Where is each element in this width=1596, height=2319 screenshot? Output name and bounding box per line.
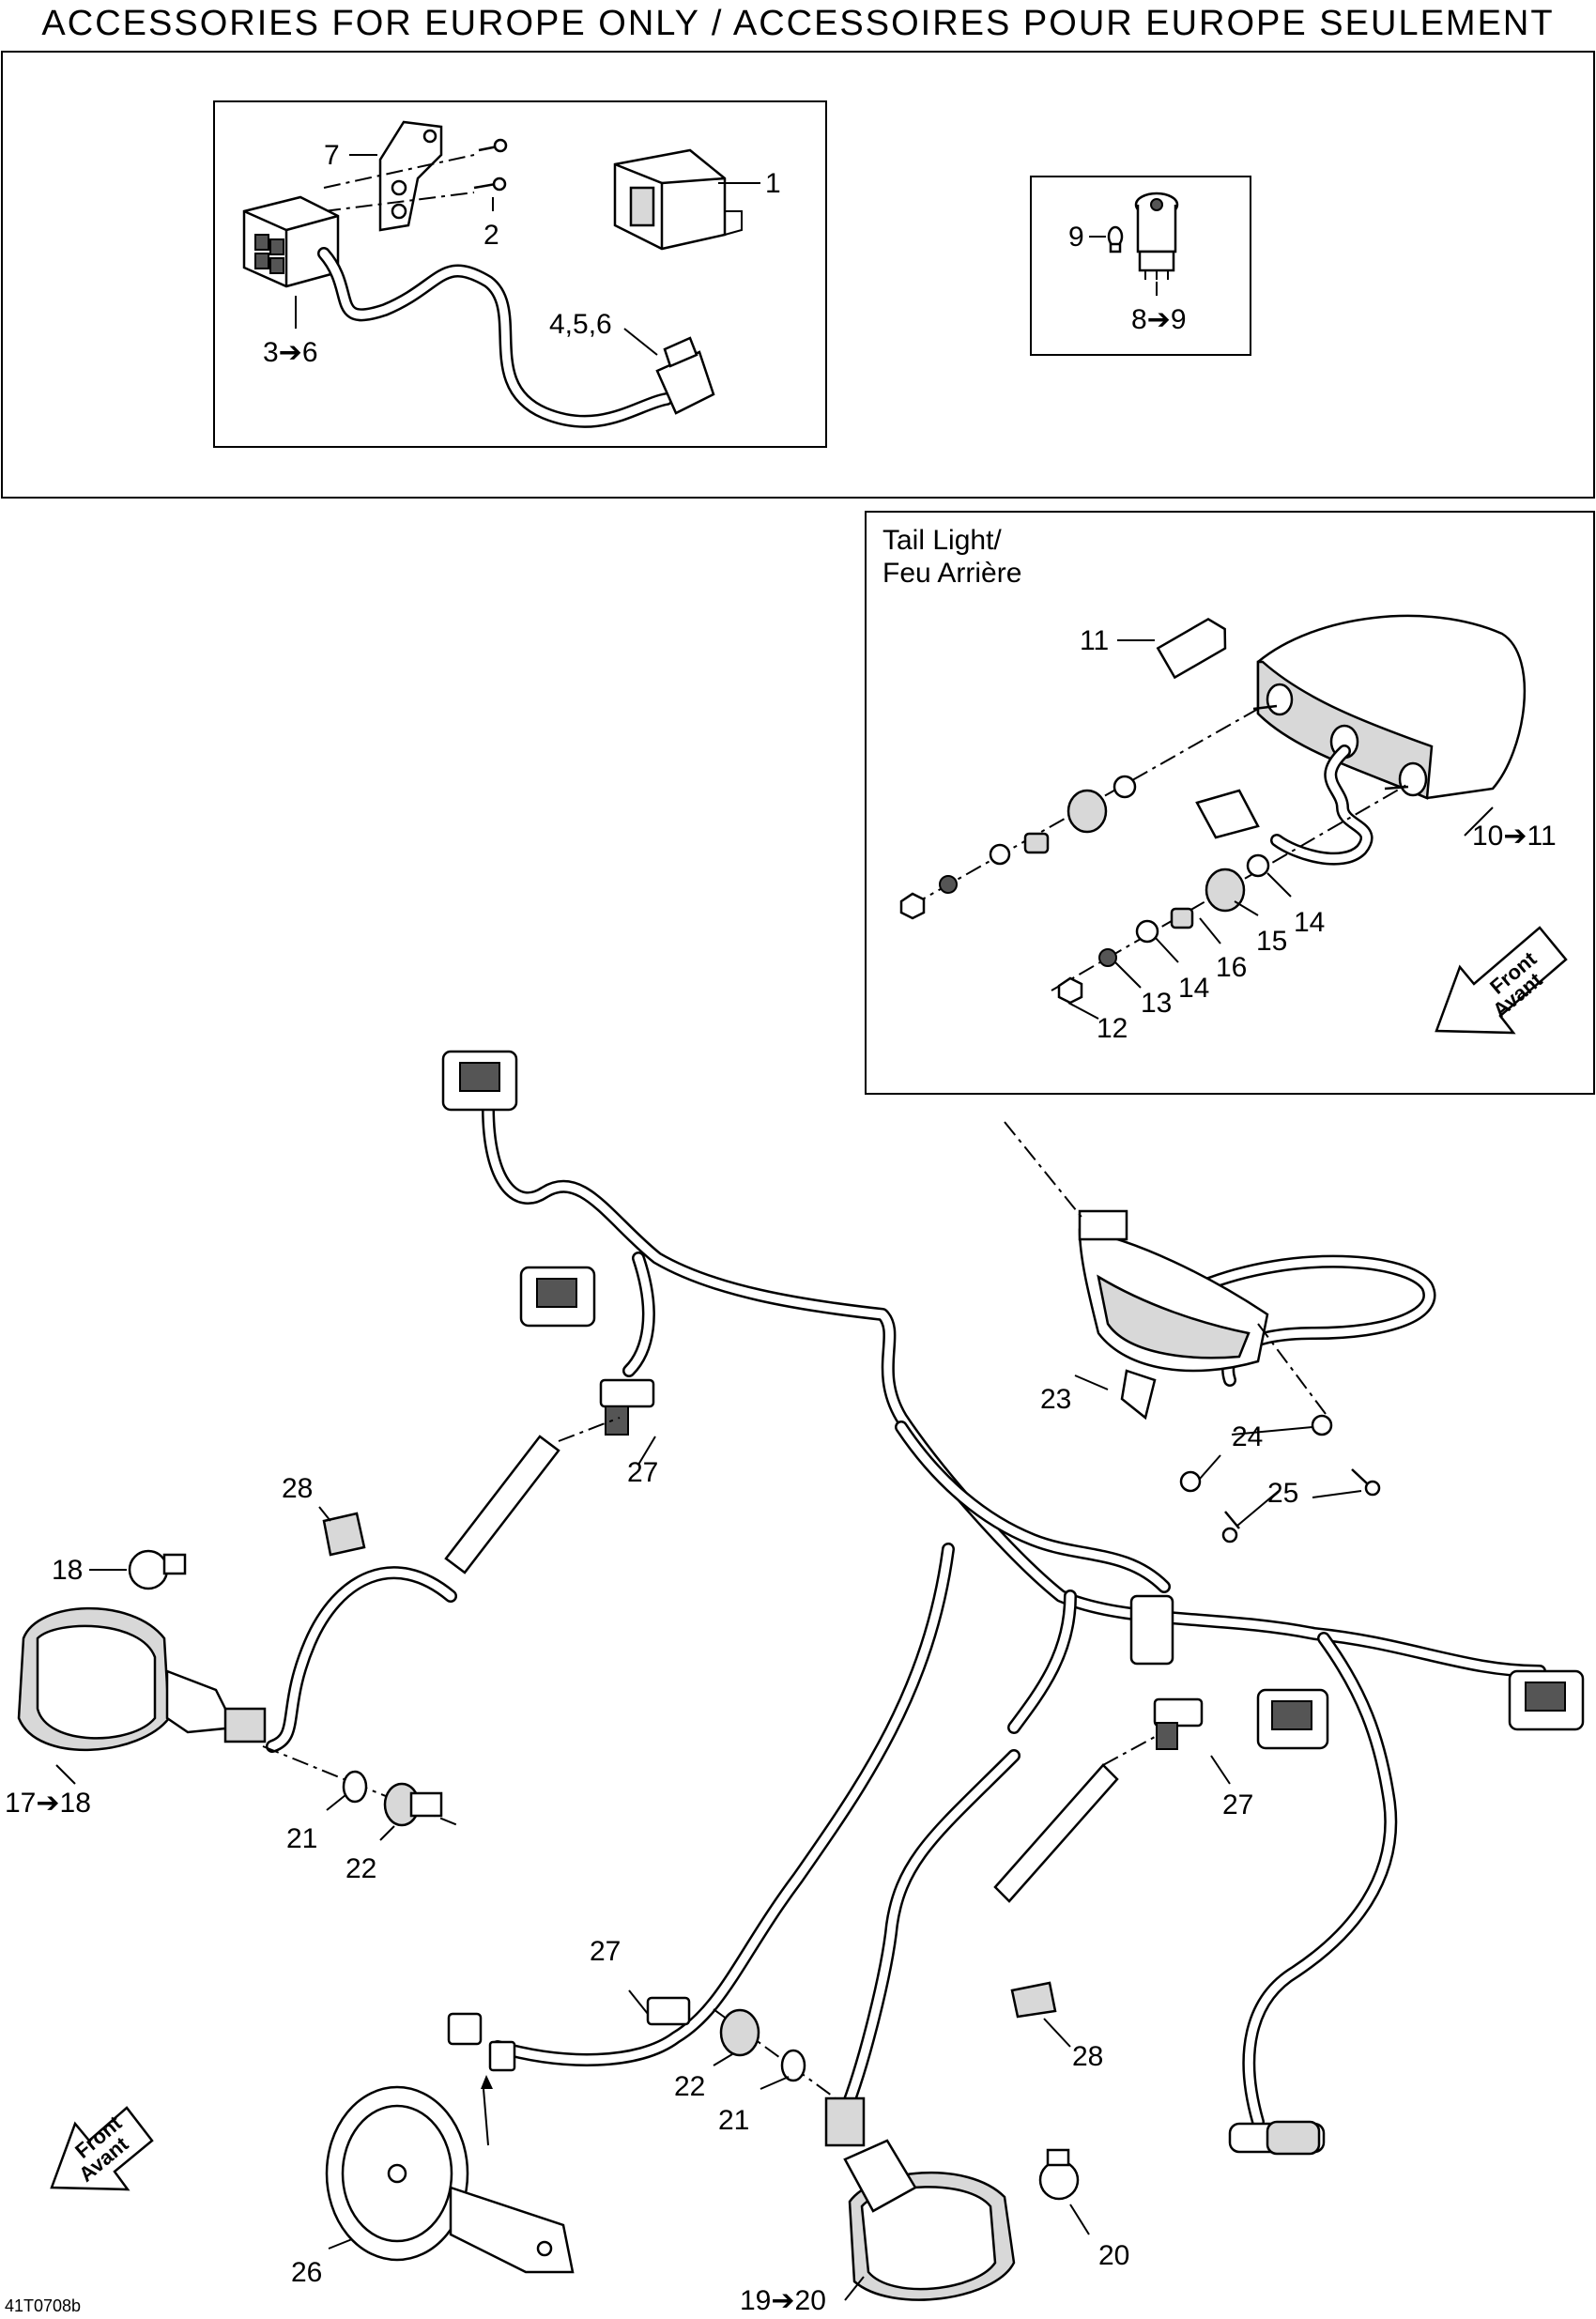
callout-26: 26 bbox=[291, 2257, 322, 2288]
callout-23: 23 bbox=[1040, 1384, 1071, 1415]
screws bbox=[323, 138, 508, 212]
callout-27a: 27 bbox=[627, 1457, 658, 1488]
callout-22a: 22 bbox=[345, 1853, 376, 1884]
inset-title-line2: Feu Arrière bbox=[882, 558, 1021, 589]
license-light-hardware-axis bbox=[1257, 1323, 1329, 1419]
switch-housing bbox=[242, 195, 340, 288]
callout-15: 15 bbox=[1256, 926, 1287, 957]
harness-end-plugs bbox=[1228, 2120, 1326, 2156]
callout-19-20: 19➔20 bbox=[740, 2285, 826, 2316]
callout-14b: 14 bbox=[1178, 973, 1209, 1004]
socket-subframe bbox=[1030, 176, 1251, 356]
accessories-frame bbox=[1, 51, 1595, 499]
retainer-clip-left bbox=[322, 1512, 366, 1557]
tail-light-hardware-lower bbox=[1051, 783, 1409, 1005]
license-light-hardware bbox=[1179, 1414, 1381, 1543]
switch-bracket bbox=[378, 120, 443, 232]
callout-17-18: 17➔18 bbox=[5, 1788, 91, 1819]
switch-relay-subframe bbox=[213, 100, 827, 448]
callout-22b: 22 bbox=[674, 2071, 705, 2102]
harness-clip-lower bbox=[646, 1996, 691, 2026]
inset-title-line1: Tail Light/ bbox=[882, 525, 1002, 556]
callout-14a: 14 bbox=[1294, 907, 1325, 938]
callout-1: 1 bbox=[765, 168, 781, 199]
callout-28b: 28 bbox=[1072, 2041, 1103, 2072]
callout-11: 11 bbox=[1080, 625, 1109, 656]
callout-12: 12 bbox=[1097, 1013, 1128, 1044]
callout-8-9: 8➔9 bbox=[1131, 304, 1187, 335]
retainer-clip-right bbox=[1010, 1981, 1057, 2019]
callout-20: 20 bbox=[1098, 2240, 1129, 2271]
callout-9: 9 bbox=[1068, 222, 1084, 253]
callout-25: 25 bbox=[1267, 1478, 1298, 1509]
callout-2: 2 bbox=[483, 220, 499, 251]
right-turn-signal bbox=[824, 2096, 1016, 2301]
right-bulb bbox=[1038, 2148, 1080, 2201]
tail-light-housing bbox=[1195, 614, 1527, 866]
accessory-socket bbox=[1134, 192, 1179, 280]
tail-light-bulb bbox=[1156, 617, 1227, 680]
harness-sleeves bbox=[444, 1417, 1156, 1903]
tail-light-hardware-upper bbox=[899, 708, 1259, 920]
horn bbox=[325, 2075, 575, 2274]
callout-27b: 27 bbox=[1222, 1789, 1253, 1820]
left-bulb bbox=[128, 1549, 187, 1590]
license-light bbox=[1078, 1209, 1269, 1421]
front-arrow-inset: Front Avant bbox=[1435, 926, 1568, 1035]
main-wiring-harness bbox=[266, 1101, 1546, 2128]
flasher-relay bbox=[613, 148, 760, 251]
callout-3-6: 3➔6 bbox=[263, 337, 318, 368]
callout-27c: 27 bbox=[590, 1936, 621, 1967]
page-title: ACCESSORIES FOR EUROPE ONLY / ACCESSOIRE… bbox=[41, 4, 1555, 43]
harness-clip-right bbox=[1153, 1697, 1204, 1750]
harness-connector-upper bbox=[441, 1050, 518, 1112]
harness-connector-right bbox=[1508, 1669, 1585, 1731]
callout-18: 18 bbox=[52, 1555, 83, 1586]
leader-lines bbox=[55, 154, 1494, 2301]
tail-light-inset-frame bbox=[865, 511, 1595, 1095]
callout-10-11: 10➔11 bbox=[1472, 821, 1557, 852]
callout-28a: 28 bbox=[282, 1473, 313, 1504]
right-grommet bbox=[713, 2008, 836, 2099]
callout-16: 16 bbox=[1216, 952, 1247, 983]
callout-7: 7 bbox=[324, 140, 340, 171]
switch-harness bbox=[317, 247, 715, 428]
callout-13: 13 bbox=[1141, 988, 1172, 1019]
left-grommet bbox=[342, 1770, 443, 1827]
callout-21b: 21 bbox=[718, 2105, 749, 2136]
front-arrow-main: Front Avant bbox=[50, 2106, 154, 2191]
license-light-axis bbox=[1004, 1121, 1085, 1221]
callout-24: 24 bbox=[1232, 1421, 1263, 1452]
callout-4-5-6: 4,5,6 bbox=[549, 309, 612, 340]
harness-clip-upper bbox=[599, 1378, 655, 1436]
socket-bulb bbox=[1107, 225, 1124, 253]
harness-connector-inline bbox=[1129, 1594, 1174, 1666]
callout-21a: 21 bbox=[286, 1823, 317, 1854]
drawing-code: 41T0708b bbox=[5, 2296, 81, 2315]
harness-connector-center bbox=[1256, 1688, 1329, 1750]
left-turn-signal bbox=[17, 1606, 461, 1827]
harness-connector-mid bbox=[519, 1266, 596, 1328]
horn-connectors bbox=[447, 2012, 516, 2072]
